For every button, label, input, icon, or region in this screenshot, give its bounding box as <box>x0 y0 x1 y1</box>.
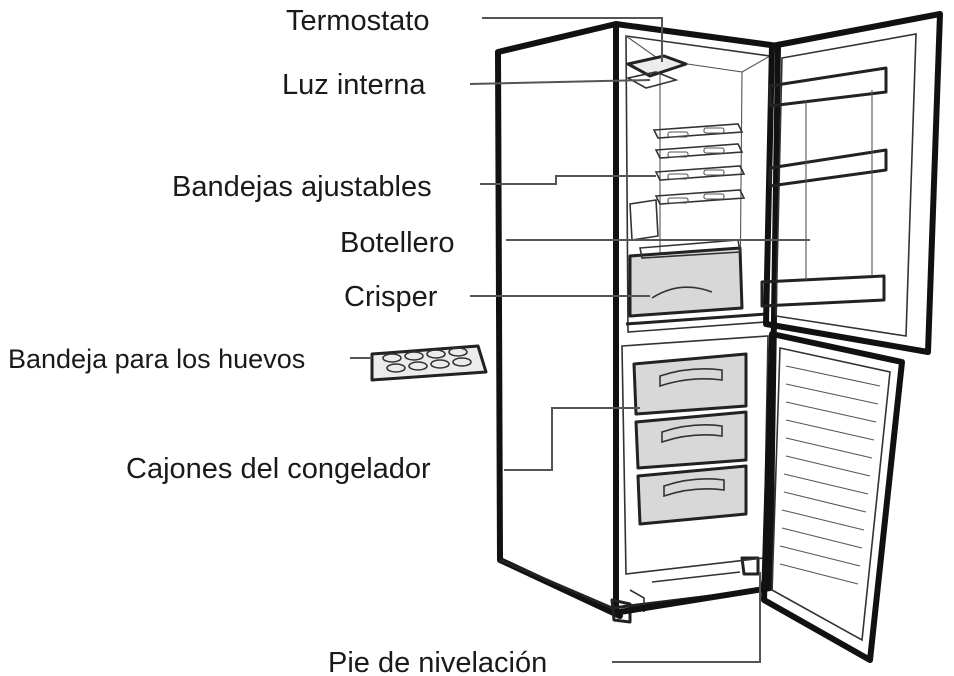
egg-cup-4 <box>448 347 468 357</box>
shelf-grip-7 <box>667 197 689 204</box>
egg-cup-2 <box>404 351 424 361</box>
freezer-drawers <box>632 352 748 526</box>
fridge-corner-line-1 <box>625 35 661 61</box>
leader-pie-nivelacion <box>612 572 761 663</box>
shelf-grip-6 <box>703 169 725 176</box>
ridge-10 <box>781 527 863 549</box>
leveling-foot-left <box>610 598 632 624</box>
leader-cajones <box>504 407 640 471</box>
label-cajones-congelador: Cajones del congelador <box>126 453 431 485</box>
bottle-rack <box>760 274 886 308</box>
ridge-1 <box>785 365 881 387</box>
light-housing <box>625 71 679 89</box>
egg-tray <box>370 344 488 382</box>
leader-luz-interna <box>469 79 651 85</box>
ridge-3 <box>785 401 877 423</box>
ridge-2 <box>785 383 879 405</box>
crisper-lid <box>639 239 741 259</box>
fridge-door <box>763 11 943 355</box>
ridge-5 <box>785 437 873 459</box>
drawer-handle-1 <box>659 368 723 388</box>
crisper-handle <box>651 286 713 299</box>
label-luz-interna: Luz interna <box>282 69 426 101</box>
fridge-corner-line-2 <box>741 55 771 73</box>
door-bin-2 <box>768 148 888 188</box>
shelf-grip-3 <box>667 151 689 158</box>
shelf-3 <box>654 165 746 181</box>
ridge-11 <box>779 545 861 567</box>
label-crisper: Crisper <box>344 281 438 313</box>
cabinet-side <box>495 21 623 619</box>
freezer-door <box>761 331 905 663</box>
door-bins <box>760 66 888 308</box>
freezer-door-ridges <box>779 365 881 585</box>
freezer-drawer-2 <box>634 410 748 470</box>
freezer-door-inner <box>771 347 891 642</box>
ridge-9 <box>781 509 865 531</box>
label-botellero: Botellero <box>340 227 454 259</box>
door-bin-1 <box>768 66 888 108</box>
refrigerator-illustration <box>370 11 943 663</box>
egg-cup-1 <box>382 353 402 363</box>
label-bandeja-huevos: Bandeja para los huevos <box>8 344 305 374</box>
egg-cup-8 <box>452 357 472 367</box>
shelf-grip-2 <box>703 127 725 134</box>
egg-cup-5 <box>386 363 406 373</box>
cabinet-front-frame <box>613 21 781 615</box>
side-box <box>629 199 659 241</box>
fridge-door-inner <box>775 33 917 337</box>
shelf-1 <box>652 123 744 139</box>
leveling-foot-right <box>740 556 760 576</box>
fridge-bottom-rail <box>625 312 767 326</box>
ridge-12 <box>779 563 859 585</box>
shelf-2 <box>654 143 744 159</box>
ridge-8 <box>783 491 867 513</box>
adjustable-shelves <box>629 123 746 241</box>
ridge-6 <box>785 455 871 477</box>
cabinet-base <box>499 558 772 610</box>
label-termostato: Termostato <box>286 5 429 37</box>
ridge-4 <box>785 419 875 441</box>
leader-bandejas <box>480 175 656 185</box>
freezer-drawer-3 <box>636 464 748 526</box>
label-bandejas-ajustables: Bandejas ajustables <box>172 171 432 203</box>
leader-termostato <box>482 17 663 62</box>
shelf-grip-4 <box>703 147 725 154</box>
shelf-grip-1 <box>667 131 689 138</box>
shelf-4 <box>654 189 746 205</box>
egg-cup-3 <box>426 349 446 359</box>
drawer-handle-3 <box>663 478 725 498</box>
thermostat-housing <box>626 54 688 78</box>
ridge-7 <box>783 473 869 495</box>
egg-cup-6 <box>408 361 428 371</box>
egg-cup-7 <box>430 359 450 369</box>
label-pie-nivelacion: Pie de nivelación <box>328 647 547 676</box>
shelf-grip-5 <box>667 173 689 180</box>
freezer-drawer-1 <box>632 352 748 416</box>
shelf-grip-8 <box>703 193 725 200</box>
labels: Termostato Luz interna Bandejas ajustabl… <box>8 5 547 676</box>
leader-lines <box>350 17 810 663</box>
drawer-handle-2 <box>661 424 723 444</box>
